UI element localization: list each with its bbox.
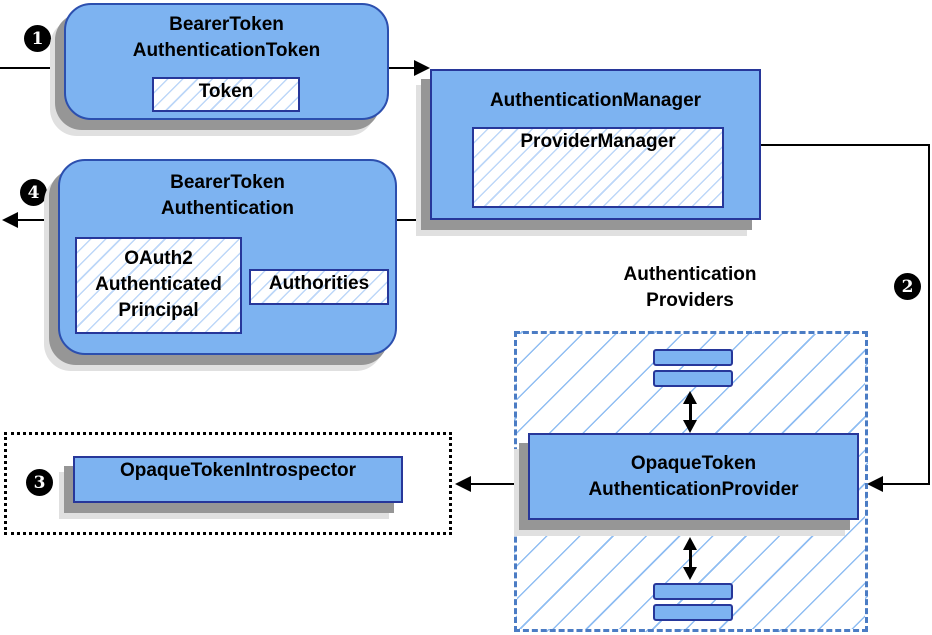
provider-manager-box: ProviderManager: [472, 127, 724, 208]
principal-line1: OAuth2: [124, 248, 193, 269]
bearer-token-authentication-token-node: BearerToken AuthenticationToken Token: [64, 3, 389, 120]
authentication-providers-label: Authentication Providers: [595, 262, 785, 314]
opaque-token-introspector-label: OpaqueTokenIntrospector: [119, 460, 357, 481]
arrow-shaft: [688, 400, 692, 424]
manager-to-provider-line-bottom: [883, 483, 930, 485]
token-to-manager-arrowhead-icon: [414, 60, 430, 76]
manager-to-provider-line-vertical: [928, 144, 930, 485]
provider-slot-bar: [653, 604, 733, 621]
manager-to-authentication-line: [396, 219, 430, 221]
bearer-token-authentication-title-line2: Authentication: [161, 198, 294, 219]
opaque-token-authentication-provider-title-line1: OpaqueToken: [630, 453, 757, 474]
bearer-token-authentication-token-title-line2: AuthenticationToken: [132, 40, 321, 61]
bidirectional-arrow-bottom-icon: [682, 537, 698, 580]
authentication-out-line: [17, 219, 59, 221]
incoming-request-line: [0, 67, 64, 69]
authentication-providers-label-line1: Authentication: [623, 264, 757, 285]
arrow-down-tip-icon: [683, 420, 697, 433]
authentication-manager-node: AuthenticationManager ProviderManager: [430, 69, 761, 220]
provider-to-introspector-line: [471, 483, 528, 485]
bearer-token-authentication-token-title-line1: BearerToken: [169, 14, 284, 35]
authorities-box: Authorities: [249, 269, 389, 305]
principal-line2: Authenticated: [95, 274, 222, 295]
opaque-token-authentication-provider-title-line2: AuthenticationProvider: [588, 479, 799, 500]
manager-to-provider-line-top: [761, 144, 930, 146]
arrow-down-tip-icon: [683, 567, 697, 580]
token-box: Token: [152, 77, 300, 112]
authorities-label: Authorities: [268, 273, 370, 294]
step-3-badge: 3: [26, 469, 53, 496]
provider-slot-bar: [653, 583, 733, 600]
manager-to-provider-arrowhead-icon: [867, 476, 883, 492]
step-1-badge: 1: [24, 25, 51, 52]
arrow-up-tip-icon: [683, 537, 697, 550]
step-4-number: 4: [27, 182, 40, 203]
step-3-number: 3: [33, 472, 46, 493]
token-label: Token: [198, 81, 254, 102]
step-2-badge: 2: [894, 273, 921, 300]
arrow-shaft: [688, 546, 692, 571]
step-2-number: 2: [901, 276, 914, 297]
token-to-manager-line: [389, 67, 415, 69]
authentication-manager-title: AuthenticationManager: [489, 90, 702, 111]
principal-line3: Principal: [118, 300, 199, 321]
bidirectional-arrow-top-icon: [682, 391, 698, 433]
introspector-group-box: [4, 432, 452, 535]
step-1-number: 1: [31, 28, 44, 49]
opaque-token-authentication-provider-node: OpaqueToken AuthenticationProvider: [528, 433, 859, 520]
authentication-out-arrowhead-icon: [2, 212, 18, 228]
provider-manager-label: ProviderManager: [520, 131, 676, 152]
opaque-token-introspector-node: OpaqueTokenIntrospector: [73, 456, 403, 503]
step-4-badge: 4: [20, 179, 47, 206]
oauth2-authenticated-principal-box: OAuth2 Authenticated Principal: [75, 237, 242, 334]
bearer-token-authentication-title-line1: BearerToken: [170, 172, 285, 193]
provider-to-introspector-arrowhead-icon: [455, 476, 471, 492]
authentication-providers-label-line2: Providers: [646, 290, 734, 311]
arrow-up-tip-icon: [683, 391, 697, 404]
bearer-token-authentication-node: BearerToken Authentication OAuth2 Authen…: [58, 159, 397, 355]
provider-slot-bar: [653, 370, 733, 387]
provider-slot-bar: [653, 349, 733, 366]
